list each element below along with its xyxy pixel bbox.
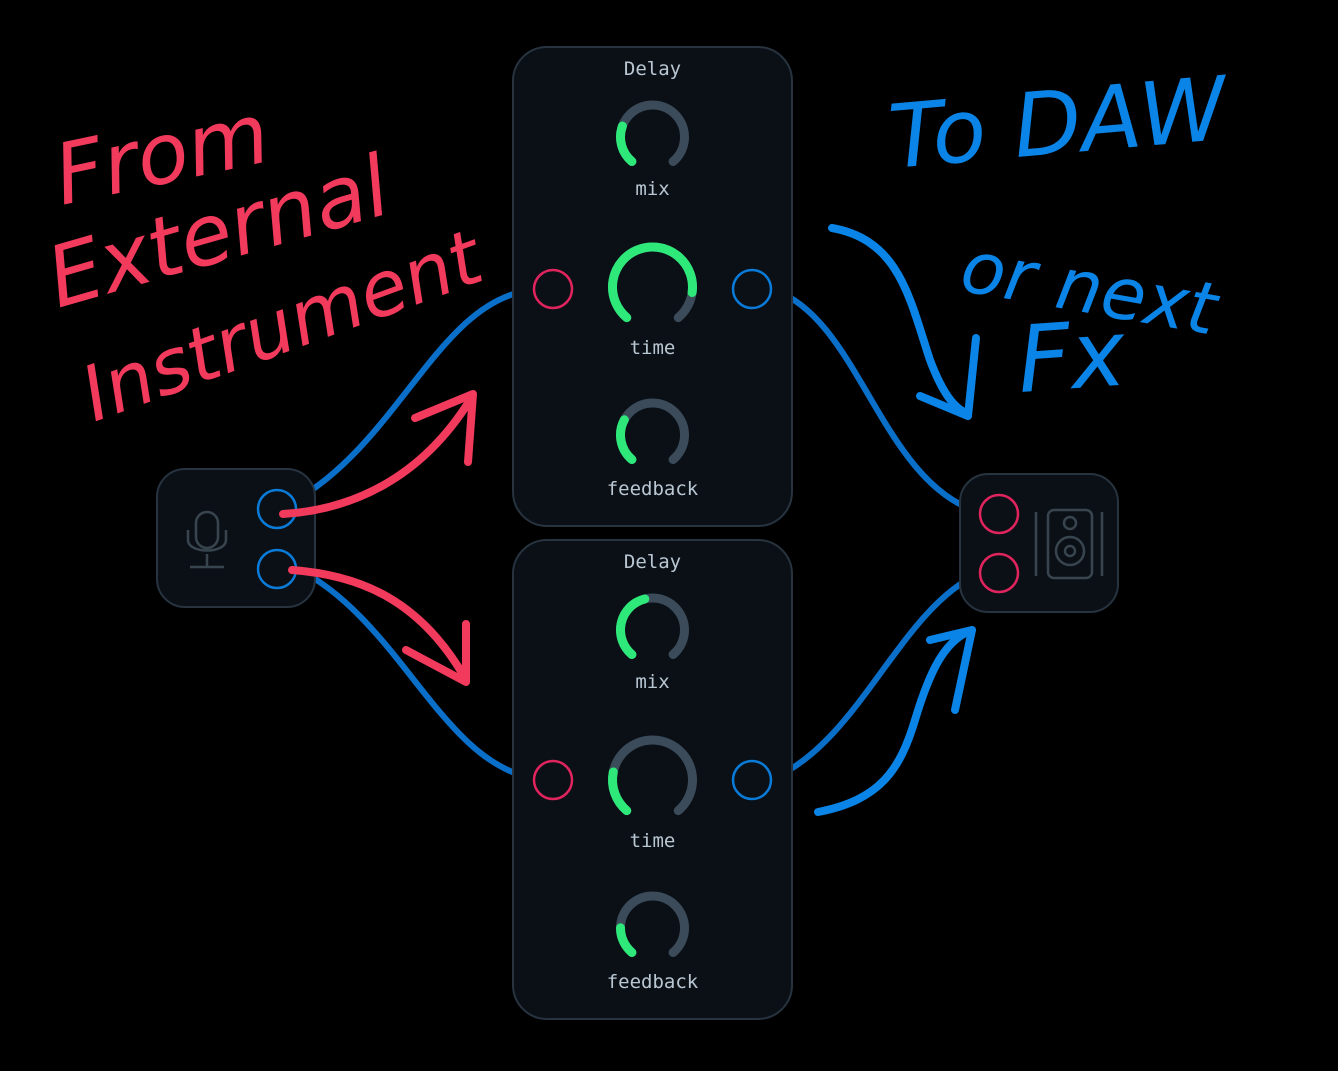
delay-module-2: Delay mix time feedback: [512, 539, 793, 1020]
microphone-icon: [186, 510, 228, 569]
annotation-right: To DAW or next Fx: [814, 57, 1234, 816]
red-arrow-down: [288, 566, 470, 686]
knob-label: feedback: [607, 971, 699, 993]
knob-feedback[interactable]: feedback: [607, 891, 699, 993]
source-node[interactable]: [156, 468, 316, 608]
cable-delay1-to-output[interactable]: [771, 287, 981, 515]
module-panel: [512, 539, 793, 1020]
knob-value-arc: [608, 242, 697, 323]
module-title: Delay: [624, 551, 681, 573]
blue-arrow-down: [828, 224, 980, 420]
module-in-port[interactable]: [532, 268, 574, 310]
knob-value-arc: [616, 415, 637, 465]
blue-arrow-up: [814, 626, 976, 816]
cable-source-to-delay2[interactable]: [293, 565, 535, 781]
knob-mix[interactable]: mix: [616, 100, 689, 200]
knob-time[interactable]: time: [608, 735, 697, 852]
module-panel: [512, 46, 793, 527]
annotation-right-line-3: Fx: [1014, 300, 1130, 414]
module-out-port[interactable]: [731, 759, 773, 801]
module-in-port[interactable]: [532, 759, 574, 801]
knob-value-arc: [608, 767, 632, 816]
source-out-port-1[interactable]: [256, 488, 298, 530]
knob-label: feedback: [607, 478, 699, 500]
knob-time[interactable]: time: [608, 242, 697, 359]
speaker-icon: [1034, 508, 1104, 580]
destination-node[interactable]: [959, 473, 1119, 613]
knob-label: mix: [635, 671, 669, 693]
delay-module-1: Delay mix time feedback: [512, 46, 793, 527]
module-title: Delay: [624, 58, 681, 80]
annotation-right-line-1: To DAW: [885, 57, 1234, 189]
knob-label: time: [630, 337, 676, 359]
destination-in-port-2[interactable]: [978, 552, 1020, 594]
cable-delay2-to-output[interactable]: [771, 571, 981, 781]
knob-label: time: [630, 830, 676, 852]
knob-feedback[interactable]: feedback: [607, 398, 699, 500]
module-out-port[interactable]: [731, 268, 773, 310]
knob-mix[interactable]: mix: [616, 593, 689, 693]
knob-value-arc: [615, 923, 637, 958]
cables: [293, 287, 981, 781]
destination-in-port-1[interactable]: [978, 493, 1020, 535]
red-arrow-up: [279, 390, 477, 518]
knob-value-arc: [616, 594, 650, 660]
knob-label: mix: [635, 178, 669, 200]
knob-value-arc: [616, 121, 637, 167]
cable-source-to-delay1[interactable]: [293, 287, 535, 503]
